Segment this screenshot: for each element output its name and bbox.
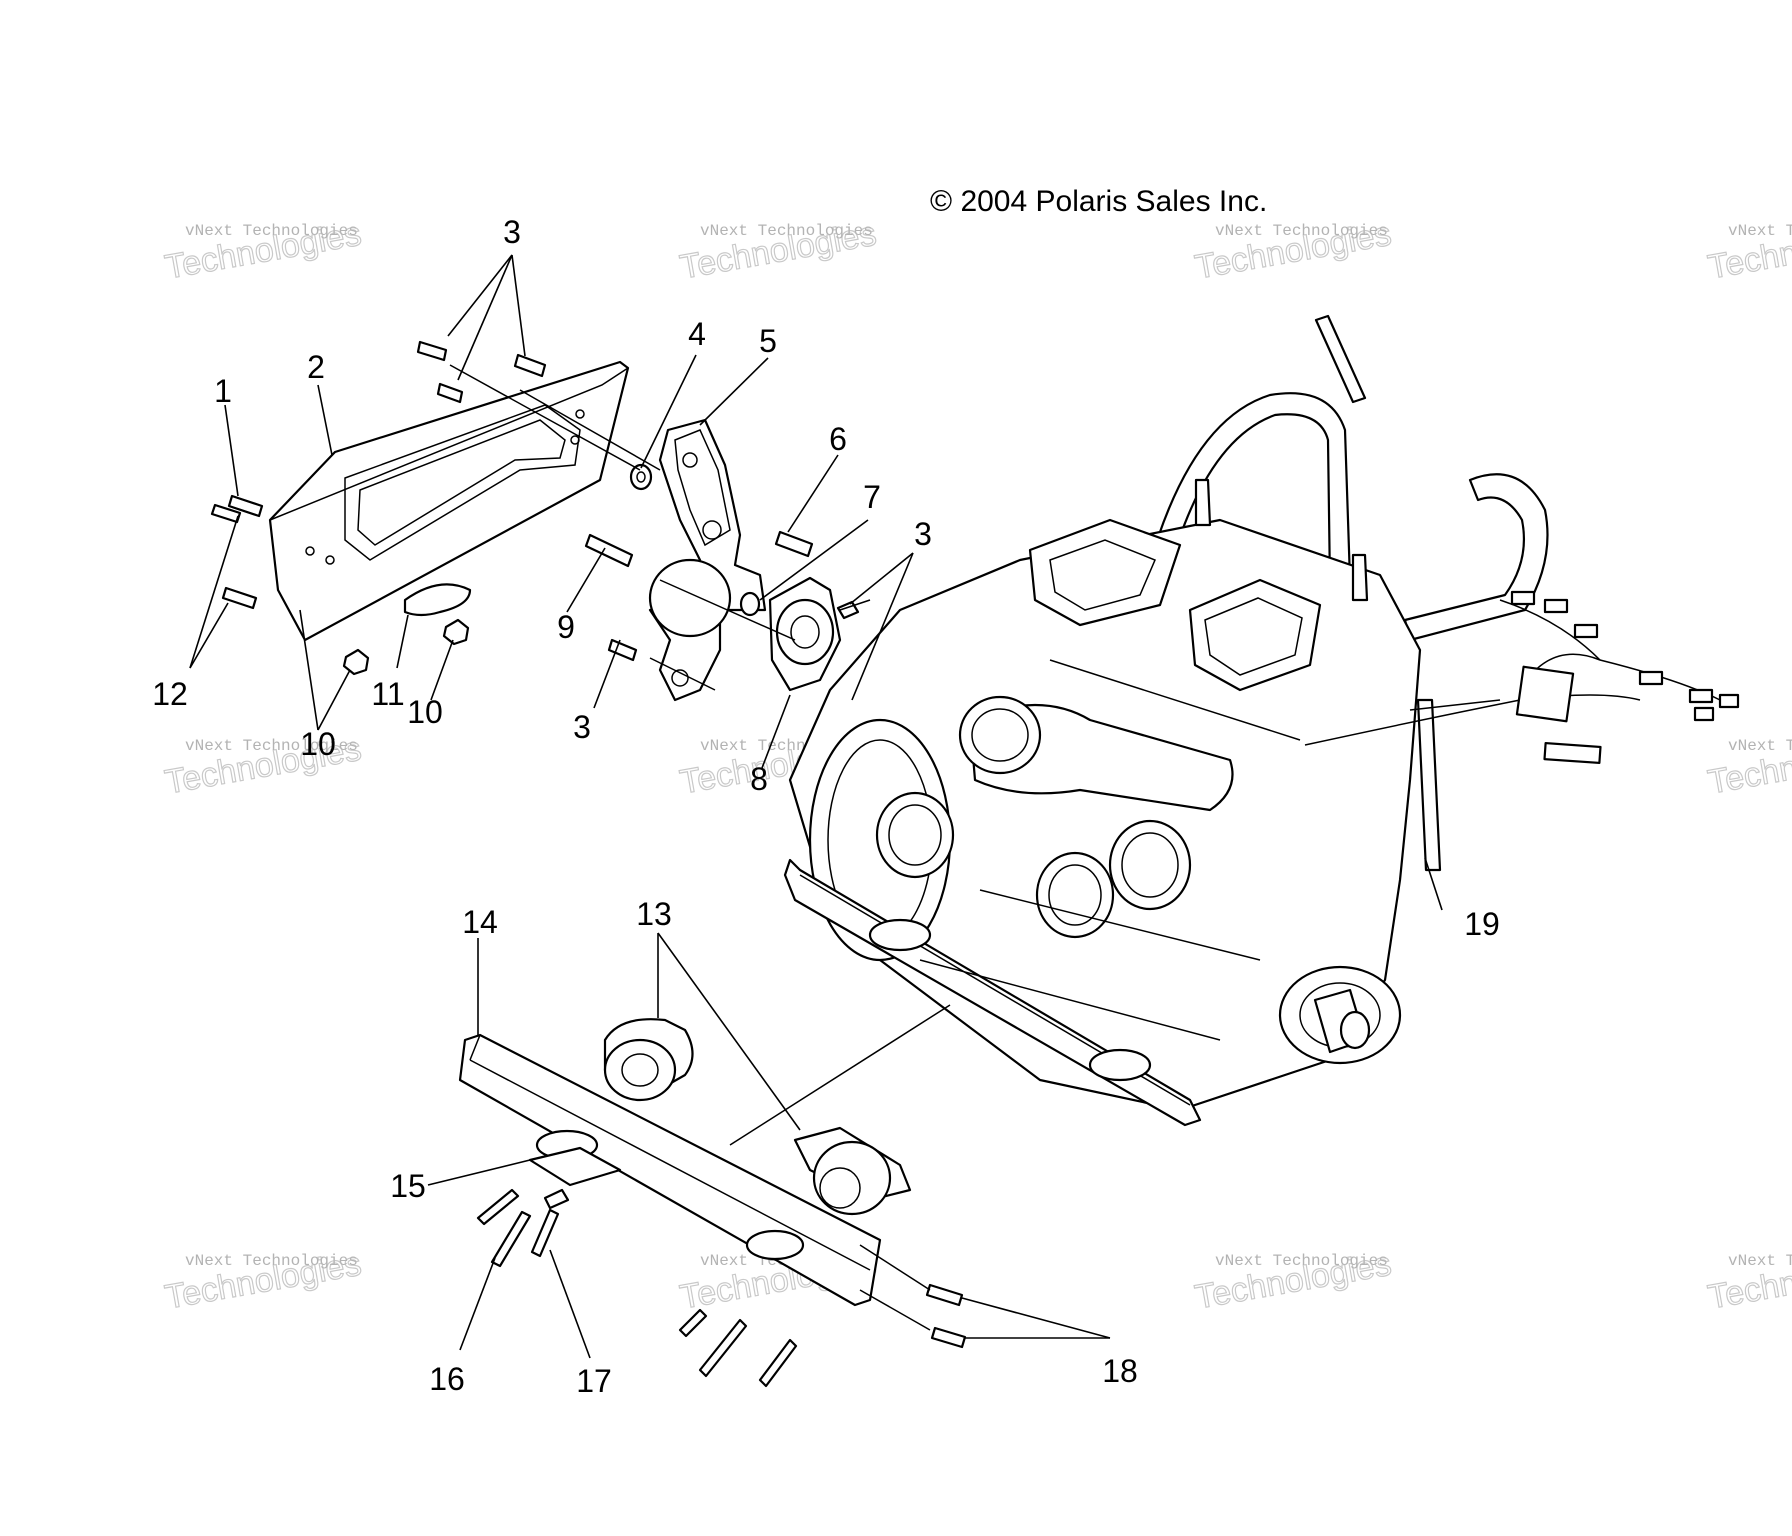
callout-16: 16 [429,1361,465,1397]
watermark-text: vNext Technologies [1728,222,1792,240]
leader-lines [189,254,1443,1359]
callout-8: 8 [750,761,768,797]
watermark-text: vNext Technologies [185,222,358,240]
watermark-text: vNext Technologies [1215,1252,1388,1270]
rubber-mount-lower [793,1126,912,1216]
callout-3-bottom: 3 [573,709,591,745]
callout-6: 6 [829,421,847,457]
lower-bolts [476,1188,967,1388]
rubber-mount-upper [603,1018,694,1102]
lower-mount-rail [458,1033,882,1307]
callout-9: 9 [557,609,575,645]
callout-10-left: 10 [300,726,336,762]
callout-18: 18 [1102,1353,1138,1389]
wiring-harness [1304,590,1740,765]
watermark-text: vNext Technologies [1215,222,1388,240]
assembly-lines [449,364,1501,1331]
watermark-text: vNext Technologies [1728,737,1792,755]
rubber-engine-mount [768,576,842,692]
callout-19: 19 [1464,906,1500,942]
callout-2: 2 [307,349,325,385]
callout-3-top: 3 [503,214,521,250]
callout-13: 13 [636,896,672,932]
callout-11: 11 [371,676,404,712]
watermark-text: vNext Technologies [1728,1252,1792,1270]
callout-5: 5 [759,323,777,359]
engine-assembly [783,314,1549,1127]
callout-10-right: 10 [407,694,443,730]
callout-17: 17 [576,1363,612,1399]
hardware-small-parts [210,340,860,712]
engine-mount-bracket [648,418,767,702]
callout-14: 14 [462,904,498,940]
callout-1: 1 [214,373,232,409]
engine-bracket-plate [268,360,630,642]
watermark-text: vNext Technologies [185,737,358,755]
callout-15: 15 [390,1168,426,1204]
callout-labels: 3 1 2 4 5 6 7 3 9 3 8 12 10 11 10 19 14 … [152,214,1500,1399]
watermark-text: vNext Technologies [700,222,873,240]
callout-3-right: 3 [914,516,932,552]
copyright-text: © 2004 Polaris Sales Inc. [930,185,1267,218]
watermark-text: vNext Technologies [185,1252,358,1270]
callout-12: 12 [152,676,188,712]
callout-7: 7 [863,479,881,515]
callout-4: 4 [688,316,706,352]
